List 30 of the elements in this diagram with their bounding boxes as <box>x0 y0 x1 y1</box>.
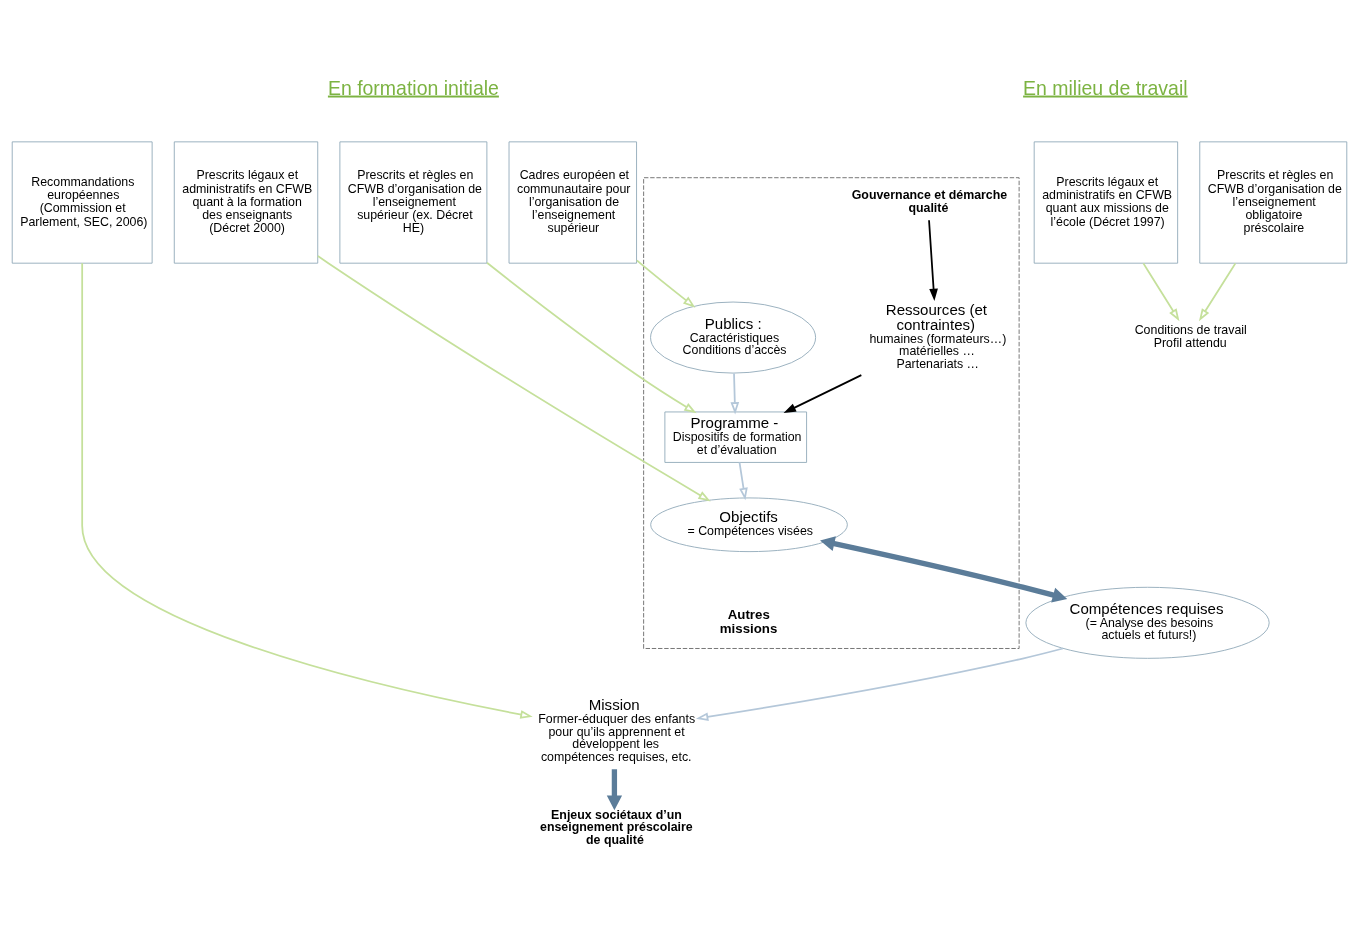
arrow <box>928 219 938 302</box>
node-box: Cadres européen et communautaire pour l’organisation de l’enseignement supérieur <box>508 141 637 264</box>
arrow <box>783 374 863 414</box>
node-text: Mission Former-éduquer des enfants pour qu’ils apprennent et développent les compétences requises, etc. <box>538 696 696 764</box>
arrow <box>317 255 711 502</box>
arrow <box>635 259 696 308</box>
node-text: Enjeux sociétaux d’un enseignement préscolaire de qualité <box>540 807 693 847</box>
label: En formation initiale <box>327 76 499 99</box>
node-box: Prescrits et règles en CFWB d’organisation de l’enseignement obligatoire préscolaire <box>1199 141 1348 264</box>
arrow <box>81 262 533 719</box>
arrow <box>1142 262 1180 322</box>
arrow <box>606 769 623 811</box>
arrow <box>820 536 1068 603</box>
node-box: Prescrits légaux et administratifs en CFWB quant à la formation des enseignants (Décret 2000) <box>173 141 319 264</box>
node-box: Programme - Dispositifs de formation et d’évaluation <box>664 411 808 463</box>
arrow <box>695 647 1064 722</box>
node-ellipse: Publics : Caractéristiques Conditions d’accès <box>650 301 817 374</box>
label: En milieu de travail <box>1023 76 1188 99</box>
arrow <box>730 372 740 415</box>
node-text: Ressources (et contraintes) humaines (formateurs…) matérielles … Partenariats … <box>869 301 1007 371</box>
node-text: Conditions de travail Profil attendu <box>1134 323 1247 351</box>
node-box: Recommandations européennes (Commission et Parlement, SEC, 2006) <box>11 141 153 264</box>
node-text: Gouvernance et démarche qualité <box>851 188 1008 215</box>
node-box: Prescrits légaux et administratifs en CFWB quant aux missions de l’école (Décret 1997) <box>1033 141 1179 264</box>
cluster <box>643 177 1020 649</box>
label: Autres missions <box>719 607 778 636</box>
arrow <box>486 261 697 414</box>
arrow <box>738 461 748 501</box>
arrow <box>1198 262 1237 322</box>
node-box: Prescrits et règles en CFWB d’organisation de l’enseignement supérieur (ex. Décret HE) <box>339 141 488 264</box>
